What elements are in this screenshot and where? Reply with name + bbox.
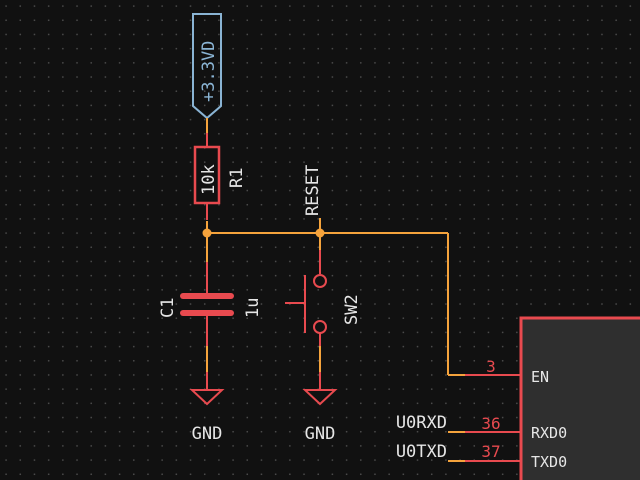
- junction-dot: [315, 228, 325, 238]
- junction-dot: [202, 228, 212, 238]
- pin-number: 37: [481, 442, 500, 461]
- c1-value: 1u: [243, 298, 263, 318]
- resistor-r1[interactable]: 10k R1: [193, 133, 247, 220]
- c1-ref: C1: [158, 298, 178, 318]
- pin-number: 3: [486, 357, 496, 376]
- net-label-reset[interactable]: RESET: [303, 165, 323, 216]
- gnd-label: GND: [192, 424, 223, 444]
- gnd-symbol-2[interactable]: GND: [302, 372, 338, 444]
- pin-name: RXD0: [531, 424, 567, 442]
- pin-name: TXD0: [531, 453, 567, 471]
- net-label-u0txd[interactable]: U0TXD: [396, 442, 447, 462]
- r1-value: 10k: [199, 164, 219, 195]
- r1-ref: R1: [227, 168, 247, 188]
- sw2-ref: SW2: [342, 294, 362, 325]
- pushbutton-sw2[interactable]: SW2: [285, 250, 362, 346]
- net-label-u0rxd[interactable]: U0RXD: [396, 413, 447, 433]
- power-flag-3v3[interactable]: +3.3VD: [192, 13, 222, 120]
- pin-number: 36: [481, 414, 500, 433]
- gnd-label: GND: [305, 424, 336, 444]
- pin-name: EN: [531, 368, 549, 386]
- capacitor-c1[interactable]: C1 1u: [158, 262, 263, 346]
- power-flag-label: +3.3VD: [199, 41, 219, 102]
- ic-module[interactable]: 3 36 37 EN RXD0 TXD0: [465, 316, 640, 480]
- gnd-symbol-1[interactable]: GND: [189, 372, 225, 444]
